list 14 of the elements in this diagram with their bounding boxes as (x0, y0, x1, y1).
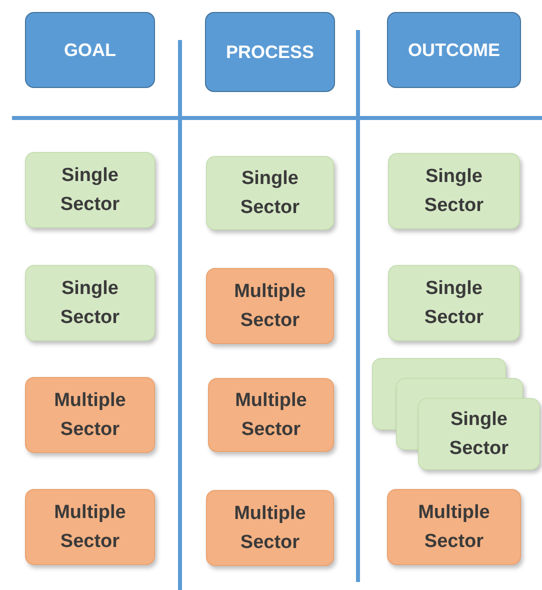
sector-box: Single Sector (388, 265, 520, 341)
sector-box: Multiple Sector (206, 490, 334, 566)
sector-box: Single Sector (206, 156, 334, 230)
header-box: PROCESS (205, 12, 335, 92)
sector-box: Multiple Sector (25, 489, 155, 565)
header-box: OUTCOME (387, 12, 521, 88)
sector-box: Multiple Sector (25, 377, 155, 453)
header-box: GOAL (25, 12, 155, 88)
sector-box: Single Sector (388, 153, 520, 229)
sector-box: Single Sector (25, 265, 155, 341)
sector-box: Multiple Sector (208, 378, 334, 452)
sector-box: Single Sector (25, 152, 155, 228)
sector-box: Multiple Sector (206, 268, 334, 344)
sector-box: Multiple Sector (387, 489, 521, 565)
